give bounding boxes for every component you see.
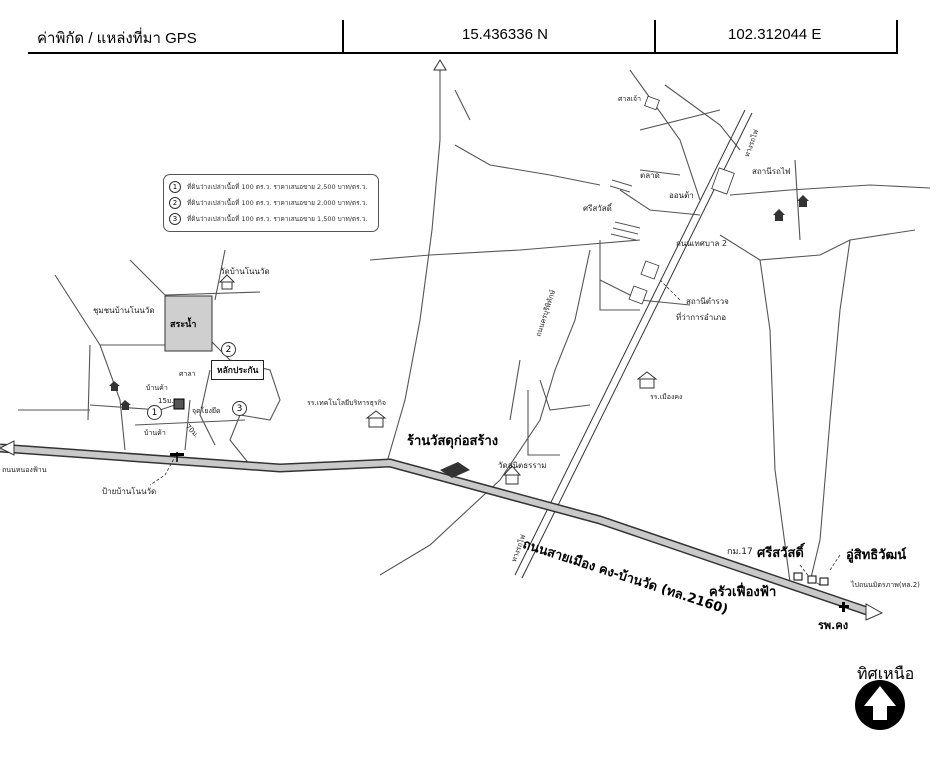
ontan-label: ออนต้า — [669, 191, 694, 200]
temple-icon — [502, 465, 522, 485]
district-office-label: ที่ว่าการอำเภอ — [676, 313, 726, 322]
srisawat-top-label: ศรีสวัสดิ์ — [583, 204, 612, 213]
construction-shop-label: ร้านวัสดุก่อสร้าง — [407, 434, 499, 449]
to-mittraphap-label: ไปถนนมิตรภาพ(ทล.2) — [851, 581, 920, 589]
price-legend: 1 ที่ดินว่างเปล่าเนื้อที่ 100 ตร.ว. ราคา… — [163, 174, 379, 232]
market-rows — [609, 179, 641, 241]
krua-label: ครัวเฟื่องฟ้า — [709, 585, 777, 600]
legend-marker: 1 — [169, 181, 181, 193]
gps-header: ค่าพิกัด / แหล่งที่มา GPS 15.436336 N 10… — [0, 0, 950, 55]
school-icon — [636, 371, 658, 389]
flag-icon — [170, 452, 184, 462]
north-road-arrow — [433, 59, 447, 71]
house-icon — [773, 209, 785, 221]
header-lines — [28, 20, 898, 54]
north-label: ทิศเหนือ — [857, 664, 915, 683]
thin-roads — [18, 69, 931, 583]
ban-kha-2-label: บ้านค้า — [144, 429, 166, 437]
pond-label: สระน้ำ — [170, 320, 197, 330]
temple-icon — [218, 274, 236, 290]
marker-2[interactable]: 2 — [221, 342, 236, 357]
railway-station-label: สถานีรถไฟ — [752, 167, 791, 176]
railway — [514, 109, 753, 579]
legend-marker: 2 — [169, 197, 181, 209]
shop-icon — [173, 398, 185, 410]
shrine-label: ศาลเจ้า — [618, 95, 642, 103]
road-tessaban2-label: ถนนเทศบาล 2 — [676, 239, 727, 248]
marker-3[interactable]: 3 — [232, 401, 247, 416]
dashed-pointers — [149, 279, 841, 586]
marker-1[interactable]: 1 — [147, 405, 162, 420]
pond-area — [164, 295, 213, 352]
hospital-cross-icon — [839, 602, 849, 612]
school-muang-label: รร.เมืองคง — [650, 393, 683, 401]
market-label: ตลาด — [640, 171, 660, 180]
main-road — [0, 440, 884, 621]
distance-15-label: 15ม. — [158, 397, 174, 405]
house-icon — [109, 381, 120, 391]
house-icon — [120, 400, 131, 410]
road-nong-pai-label: ถนนหนองฟ้าน — [2, 466, 47, 474]
bus-stop-label: จุดโยงยึด — [192, 407, 221, 415]
buildings — [628, 95, 735, 305]
longitude-value: 102.312044 E — [728, 26, 822, 43]
community-label: ชุมชนบ้านโนนวัด — [93, 306, 155, 315]
legend-text: ที่ดินว่างเปล่าเนื้อที่ 100 ตร.ว. ราคาเส… — [187, 215, 368, 223]
srisawat-label: ศรีสวัสดิ์ — [757, 546, 804, 561]
shop-icon — [440, 462, 470, 478]
wat-ban-nonwat-label: วัดบ้านโนนวัด — [220, 267, 270, 276]
km17-label: กม.17 — [727, 547, 753, 557]
wat-sanit-label: วัดสนิตธรราม — [498, 461, 547, 470]
gps-source-label: ค่าพิกัด / แหล่งที่มา GPS — [37, 30, 197, 47]
hospital-label: รพ.คง — [818, 619, 849, 632]
sala-label: ศาลา — [179, 370, 196, 378]
shop-icon — [793, 572, 829, 586]
ban-kha-label: บ้านค้า — [146, 384, 168, 392]
collateral-label: หลักประกัน — [211, 360, 265, 380]
police-station-label: สถานีตำรวจ — [686, 297, 729, 306]
legend-marker: 3 — [169, 213, 181, 225]
usit-label: อู่สิทธิวัฒน์ — [846, 548, 907, 563]
legend-item: 2 ที่ดินว่างเปล่าเนื้อที่ 100 ตร.ว. ราคา… — [169, 197, 367, 209]
latitude-value: 15.436336 N — [462, 26, 548, 43]
house-icon — [797, 195, 809, 207]
legend-item: 1 ที่ดินว่างเปล่าเนื้อที่ 100 ตร.ว. ราคา… — [169, 181, 367, 193]
school-tech-label: รร.เทคโนโลยีบริหารธุรกิจ — [307, 399, 387, 407]
legend-text: ที่ดินว่างเปล่าเนื้อที่ 100 ตร.ว. ราคาเส… — [187, 199, 368, 207]
legend-item: 3 ที่ดินว่างเปล่าเนื้อที่ 100 ตร.ว. ราคา… — [169, 213, 367, 225]
legend-text: ที่ดินว่างเปล่าเนื้อที่ 100 ตร.ว. ราคาเส… — [187, 183, 368, 191]
north-arrow-icon — [855, 680, 905, 730]
nonwat-sign-label: ป้ายบ้านโนนวัด — [102, 487, 157, 496]
school-icon — [365, 410, 387, 428]
